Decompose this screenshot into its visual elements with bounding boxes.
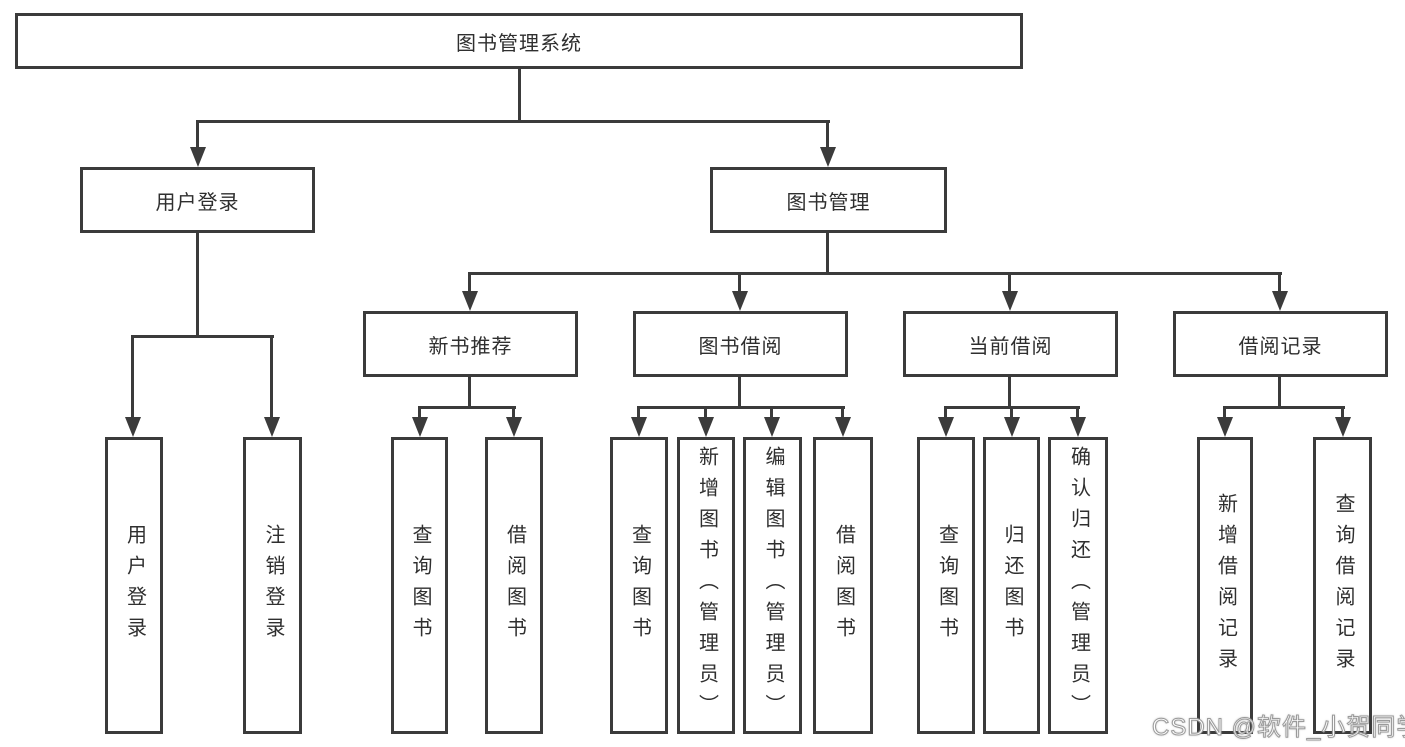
arrowhead-down-icon	[1004, 417, 1020, 437]
node-new-book-recommend: 新书推荐	[363, 311, 578, 377]
leaf-return-books: 归还图书	[983, 437, 1040, 734]
leaf-label: 查询借阅记录	[1332, 492, 1354, 679]
arrowhead-down-icon	[506, 417, 522, 437]
node-user-login: 用户登录	[80, 167, 315, 233]
leaf-logout: 注销登录	[243, 437, 302, 734]
connector-drop-leaf	[1010, 406, 1013, 420]
node-book-management: 图书管理	[710, 167, 947, 233]
leaf-label: 新增借阅记录	[1214, 492, 1237, 679]
connector-drop-leaf	[841, 406, 844, 420]
arrowhead-down-icon	[1002, 291, 1018, 311]
node-label: 用户登录	[155, 191, 240, 214]
leaf-label: 新增图书（管理员）	[695, 446, 718, 725]
connector-level2-rail	[196, 120, 830, 123]
leaf-search-books-1: 查询图书	[391, 437, 448, 734]
connector-root-stem	[518, 69, 521, 120]
connector-stem	[1008, 377, 1011, 406]
leaf-borrow-books-2: 借阅图书	[813, 437, 873, 734]
leaf-label: 借阅图书	[503, 523, 526, 648]
arrowhead-down-icon	[462, 291, 478, 311]
watermark-text: CSDN @软件_小贺同学	[1151, 714, 1405, 742]
leaf-label: 查询图书	[409, 523, 431, 648]
leaf-label: 归还图书	[1001, 523, 1023, 648]
node-current-borrowing: 当前借阅	[903, 311, 1118, 377]
leaf-add-borrow-record: 新增借阅记录	[1197, 437, 1253, 734]
connector-stem	[1278, 377, 1281, 406]
leaf-label: 用户登录	[123, 523, 146, 648]
connector-drop-leaf	[1223, 406, 1226, 420]
arrowhead-down-icon	[820, 147, 836, 167]
arrowhead-down-icon	[1272, 291, 1288, 311]
leaf-search-books-2: 查询图书	[610, 437, 668, 734]
connector-drop-leaf	[944, 406, 947, 420]
arrowhead-down-icon	[1217, 417, 1233, 437]
connector-drop-current-borrow	[1008, 272, 1011, 292]
leaf-edit-books-admin: 编辑图书（管理员）	[743, 437, 802, 734]
connector-drop-leaf	[512, 406, 515, 420]
leaf-user-login: 用户登录	[105, 437, 163, 734]
connector-drop-book-mgmt	[826, 120, 829, 148]
arrowhead-down-icon	[835, 417, 851, 437]
arrowhead-down-icon	[264, 417, 280, 437]
node-label: 新书推荐	[428, 335, 513, 358]
connector-drop-leaf	[770, 406, 773, 420]
arrowhead-down-icon	[698, 417, 714, 437]
connector-drop-borrow-records	[1278, 272, 1281, 292]
node-label: 图书管理	[786, 191, 871, 214]
connector-drop-book-borrow	[738, 272, 741, 292]
arrowhead-down-icon	[631, 417, 647, 437]
arrowhead-down-icon	[1070, 417, 1086, 437]
connector-book-mgmt-stem	[826, 233, 829, 272]
leaf-label: 编辑图书（管理员）	[762, 446, 784, 725]
node-root-label: 图书管理系统	[456, 32, 582, 55]
leaf-borrow-books-1: 借阅图书	[485, 437, 543, 734]
connector-leaf-rail	[418, 406, 516, 409]
connector-drop-leaf	[1076, 406, 1079, 420]
node-label: 图书借阅	[698, 335, 783, 358]
connector-drop-leaf	[270, 335, 273, 418]
arrowhead-down-icon	[732, 291, 748, 311]
connector-stem	[468, 377, 471, 406]
leaf-add-books-admin: 新增图书（管理员）	[677, 437, 735, 734]
connector-leaf-rail	[1223, 406, 1345, 409]
leaf-label: 借阅图书	[832, 523, 855, 648]
arrowhead-down-icon	[190, 147, 206, 167]
arrowhead-down-icon	[764, 417, 780, 437]
connector-drop-new-books	[468, 272, 471, 292]
leaf-confirm-return-admin: 确认归还（管理员）	[1048, 437, 1108, 734]
connector-level3-rail	[468, 272, 1282, 275]
leaf-label: 注销登录	[262, 523, 284, 648]
arrowhead-down-icon	[125, 417, 141, 437]
connector-drop-leaf	[131, 335, 134, 418]
node-label: 借阅记录	[1238, 335, 1323, 358]
connector-user-login-rail	[131, 335, 274, 338]
leaf-search-borrow-record: 查询借阅记录	[1313, 437, 1372, 734]
connector-drop-leaf	[418, 406, 421, 420]
connector-drop-leaf	[637, 406, 640, 420]
arrowhead-down-icon	[938, 417, 954, 437]
connector-stem	[738, 377, 741, 406]
connector-user-login-stem	[196, 233, 199, 335]
connector-leaf-rail	[637, 406, 845, 409]
leaf-label: 查询图书	[935, 523, 958, 648]
leaf-label: 查询图书	[628, 523, 651, 648]
node-label: 当前借阅	[968, 335, 1053, 358]
node-borrowing-records: 借阅记录	[1173, 311, 1388, 377]
arrowhead-down-icon	[1335, 417, 1351, 437]
connector-drop-user-login	[196, 120, 199, 148]
connector-drop-leaf	[704, 406, 707, 420]
node-root: 图书管理系统	[15, 13, 1023, 69]
leaf-label: 确认归还（管理员）	[1067, 446, 1090, 725]
arrowhead-down-icon	[412, 417, 428, 437]
connector-drop-leaf	[1341, 406, 1344, 420]
node-book-borrowing: 图书借阅	[633, 311, 848, 377]
leaf-search-books-3: 查询图书	[917, 437, 975, 734]
